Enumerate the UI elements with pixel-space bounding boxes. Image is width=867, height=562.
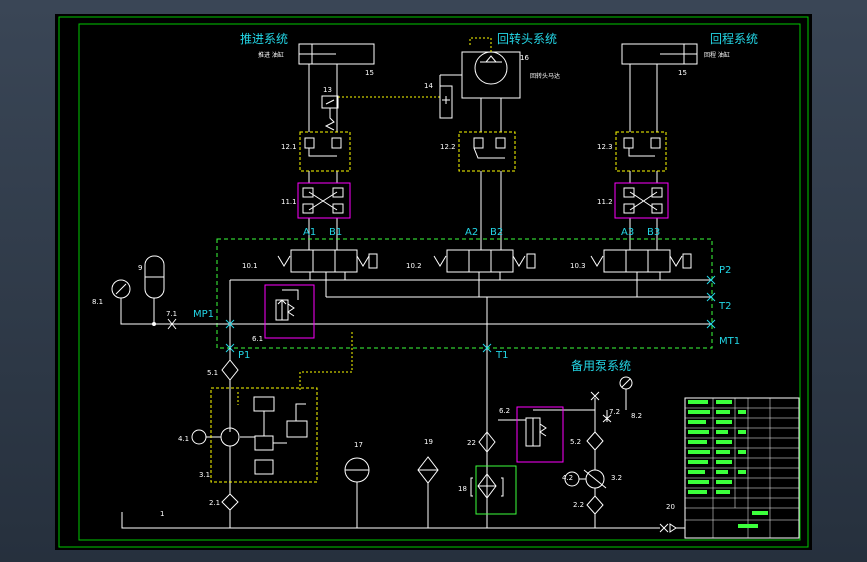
port-a2: A2 [465,227,478,238]
label-20: 20 [666,503,675,511]
label-5-1: 5.1 [207,369,218,377]
label-12-3: 12.3 [597,143,613,151]
actuator-lines [308,64,658,250]
port-b2: B2 [490,227,503,238]
port-a3: A3 [621,227,634,238]
label-17: 17 [354,441,363,449]
label-15-return: 15 [678,69,687,77]
rotary-motor-label: 回转头马达 [530,72,560,80]
port-mt1: MT1 [719,336,740,347]
push-cylinder-label: 推进 油缸 [258,51,284,59]
section-title-push: 推进系统 [240,32,288,46]
outer-frame [58,16,809,548]
section-title-return: 回程系统 [710,31,758,46]
pilot-line [237,332,353,405]
label-22: 22 [467,439,476,447]
label-10-1: 10.1 [242,262,258,270]
title-block [684,397,800,539]
label-8-2: 8.2 [631,412,642,420]
label-8-1: 8.1 [92,298,103,306]
label-11-1: 11.1 [281,198,297,206]
section-title-standby-pump: 备用泵系统 [571,359,631,373]
label-15-push: 15 [365,69,374,77]
label-3-1: 3.1 [199,471,210,479]
return-cylinder-label: 回程 油缸 [704,51,730,59]
port-t2: T2 [718,301,731,312]
label-10-3: 10.3 [570,262,586,270]
tank-return-line [121,512,688,533]
label-1: 1 [160,510,164,518]
label-16: 16 [520,54,529,62]
label-3-2: 3.2 [611,474,622,482]
label-7-2: 7.2 [609,408,620,416]
directional-valve-10-1 [277,249,378,273]
pump-control-block-3-1 [210,387,318,483]
relief-valve-6-1 [264,284,315,339]
heater-block-18 [475,465,517,515]
port-p1: P1 [238,350,250,361]
port-markers [225,275,716,353]
check-block-12-3 [615,131,667,172]
label-13: 13 [323,86,332,94]
balance-valve-11-1 [297,182,351,219]
label-2-2: 2.2 [573,501,584,509]
label-14: 14 [424,82,433,90]
label-2-1: 2.1 [209,499,220,507]
label-6-1: 6.1 [252,335,263,343]
label-7-1: 7.1 [166,310,177,318]
check-block-12-2 [458,131,516,172]
label-4-2: 4.2 [562,474,573,482]
standby-relief-block [516,406,564,463]
check-block-12-1 [299,131,351,172]
inner-frame [78,23,801,541]
label-6-2: 6.2 [499,407,510,415]
port-a1: A1 [303,227,316,238]
label-5-2: 5.2 [570,438,581,446]
label-10-2: 10.2 [406,262,422,270]
section-title-rotary: 回转头系统 [497,31,557,46]
port-t1: T1 [495,350,508,361]
label-12-2: 12.2 [440,143,456,151]
label-11-2: 11.2 [597,198,613,206]
check-valve-7-1 [167,318,177,330]
filter-22 [478,431,496,453]
port-b3: B3 [647,227,660,238]
motor-drain-line [338,37,492,98]
balance-valve-11-2 [614,182,669,219]
label-9: 9 [138,264,142,272]
port-p2: P2 [719,265,731,276]
label-18: 18 [458,485,467,493]
multiway-valve-block [216,238,713,349]
port-mp1: MP1 [193,309,214,320]
label-12-1: 12.1 [281,143,297,151]
directional-valve-10-2 [433,249,536,273]
label-4-1: 4.1 [178,435,189,443]
label-19: 19 [424,438,433,446]
port-b1: B1 [329,227,342,238]
valve-14 [439,85,453,119]
